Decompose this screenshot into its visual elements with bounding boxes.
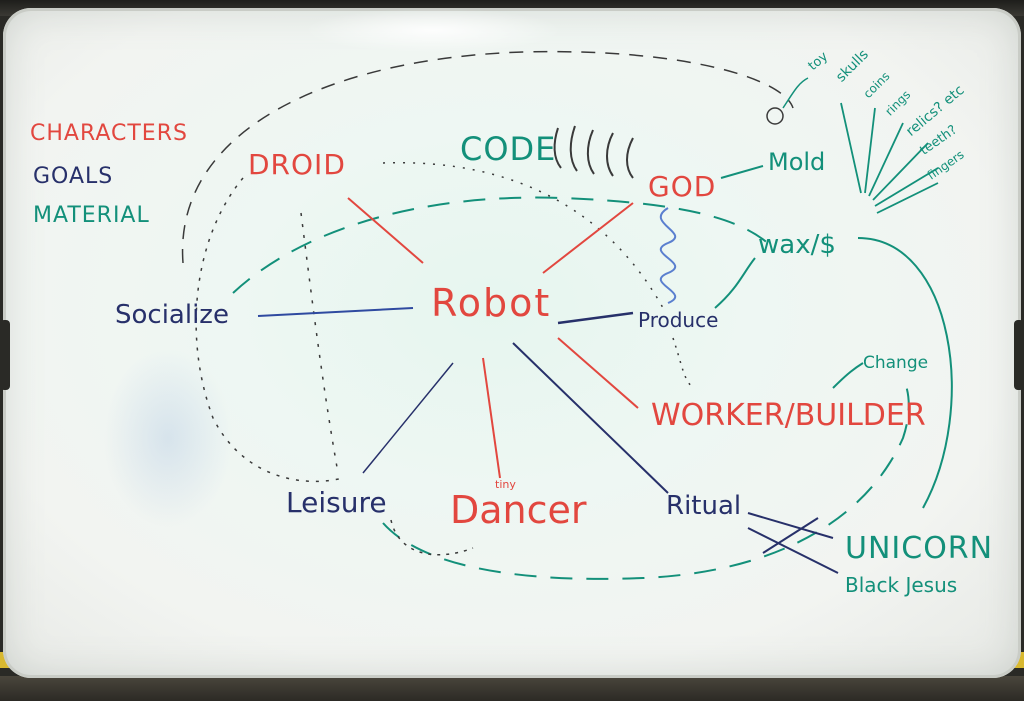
node-dancer: Dancer [450,488,587,532]
board-clip-left [0,320,10,390]
diagram-connectors [181,50,953,580]
code-wave-1 [553,127,562,169]
robot-leisure-spoke [362,362,454,474]
produce-worker-dotted [672,337,694,389]
node-change: Change [863,353,929,373]
fan-fingers [876,182,939,214]
robot-dancer-spoke [482,357,501,479]
node-code: CODE [460,130,557,168]
fan-coins [864,107,876,194]
robot-ritual-spoke [512,342,669,494]
code-wave-2 [569,125,578,172]
robot-socialize-spoke [257,307,414,317]
wax-unicorn-arc [857,237,953,509]
fan-relics [872,142,929,201]
legend-characters: CHARACTERS [30,121,188,146]
node-mold: Mold [768,148,826,176]
fan-teeth [874,167,939,207]
robot-god-spoke [542,202,634,274]
produce-wax-link [714,257,756,309]
robot-droid-spoke [347,197,424,264]
node-wax: wax/$ [758,230,836,260]
node-produce: Produce [638,308,719,332]
node-ritual: Ritual [666,491,742,521]
whiteboard: CHARACTERS GOALS MATERIAL DROID Robot GO… [3,8,1021,678]
node-unicorn: UNICORN [845,531,994,566]
node-droid: DROID [248,148,346,181]
node-leisure: Leisure [286,486,387,519]
node-robot: Robot [431,281,552,325]
robot-produce-spoke [557,311,634,325]
marker-smudge [103,348,233,528]
legend-material: MATERIAL [33,203,150,228]
outer-dashed-loop [181,50,794,264]
node-socialize: Socialize [115,300,229,330]
toy-line [782,77,809,109]
toy-head [766,107,784,125]
code-wave-5 [626,137,634,179]
robot-worker-spoke [557,337,639,409]
ritual-unicorn-link [747,512,834,539]
god-coil [659,207,677,304]
board-clip-right [1014,320,1024,390]
marker-tray [0,676,1024,701]
droid-dotted-loop [195,177,344,483]
node-black-jesus: Black Jesus [845,573,958,597]
code-wave-3 [586,129,595,175]
green-dashed-bottom [382,377,910,580]
change-link [832,362,864,389]
god-mold-link [720,165,764,179]
fan-rings [868,122,904,197]
cross-link-1 [762,517,819,554]
light-glare [303,8,563,53]
node-god: GOD [648,170,717,203]
droid-leisure-dotted [300,212,339,474]
code-wave-4 [606,132,614,177]
node-tiny: tiny [495,478,516,491]
node-worker-builder: WORKER/BUILDER [651,398,926,433]
leisure-dotted-bottom [390,519,474,556]
legend-goals: GOALS [33,164,114,189]
ritual-blackjesus-link [747,527,839,574]
green-dashed-loop [232,196,774,294]
fan-skulls [840,102,862,194]
